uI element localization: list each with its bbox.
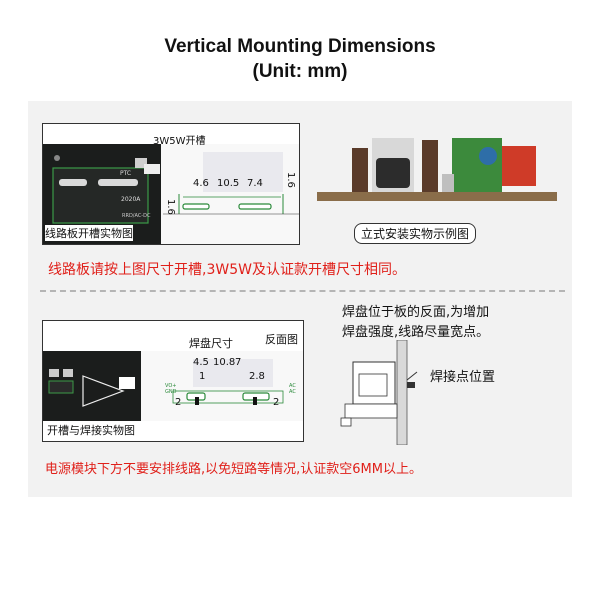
- pin-ac-2: AC: [289, 389, 296, 395]
- unit-label: (Unit: mm): [252, 61, 348, 82]
- board-slot-drawing: PTC 2020A RRD/AC-DC: [43, 144, 299, 244]
- pad-gap-3: 7: [235, 357, 242, 368]
- top-note: 线路板请按上图尺寸开槽,3W5W及认证款开槽尺寸相同。: [48, 262, 406, 278]
- pin-ac-1: AC: [289, 383, 296, 389]
- mounting-example-drawing: [317, 138, 557, 201]
- pin-gnd: GND: [165, 389, 177, 395]
- dim-gap-3: 7.4: [247, 178, 263, 189]
- ptc-mark: PTC: [120, 170, 131, 177]
- photo-title: 3W5W开槽: [153, 136, 206, 147]
- pad-photo-caption: 开槽与焊接实物图: [47, 424, 135, 437]
- pad-gap-1: 4.5: [193, 357, 209, 368]
- back-view-label: 反面图: [265, 333, 298, 346]
- pad-small-left: 1: [199, 371, 206, 382]
- board-slot-photo: PTC 2020A RRD/AC-DC 3W5W开槽 4.6 10.5 7.4 …: [42, 123, 300, 245]
- example-caption: 立式安装实物示例图: [354, 223, 477, 244]
- pad-drawing: [43, 351, 303, 421]
- pad-small-right: 2.8: [249, 371, 265, 382]
- dim-height-left: 1.6: [165, 199, 176, 215]
- dim-height-right: 1.6: [285, 172, 296, 188]
- page-title: Vertical Mounting Dimensions: [164, 36, 436, 57]
- side-note-2: 焊盘强度,线路尽量宽点。: [342, 325, 490, 340]
- pad-gap-2: 10.8: [213, 357, 236, 368]
- dim-gap-1: 4.6: [193, 178, 209, 189]
- dim-gap-2: 10.5: [217, 178, 240, 189]
- section-divider: [40, 290, 565, 292]
- pad-height-left: 2: [175, 397, 182, 408]
- board-caption: 线路板开槽实物图: [45, 225, 133, 241]
- side-note-1: 焊盘位于板的反面,为增加: [342, 305, 490, 320]
- bottom-note: 电源模块下方不要安排线路,以免短路等情况,认证款空6MM以上。: [45, 462, 422, 477]
- solder-point-label: 焊接点位置: [430, 370, 496, 385]
- pin-vo: VO+: [165, 383, 177, 389]
- side-view-drawing: [340, 340, 418, 445]
- pad-height-right: 2: [273, 397, 280, 408]
- 2020a-mark: 2020A: [121, 196, 141, 203]
- rrd-mark: RRD/AC-DC: [122, 213, 151, 219]
- pad-photo: 焊盘尺寸 反面图 4.5 10.8 7 1 2.8 2 2 VO+ GND AC…: [42, 320, 304, 442]
- mounting-example-photo: [312, 118, 562, 218]
- pad-title: 焊盘尺寸: [189, 337, 233, 350]
